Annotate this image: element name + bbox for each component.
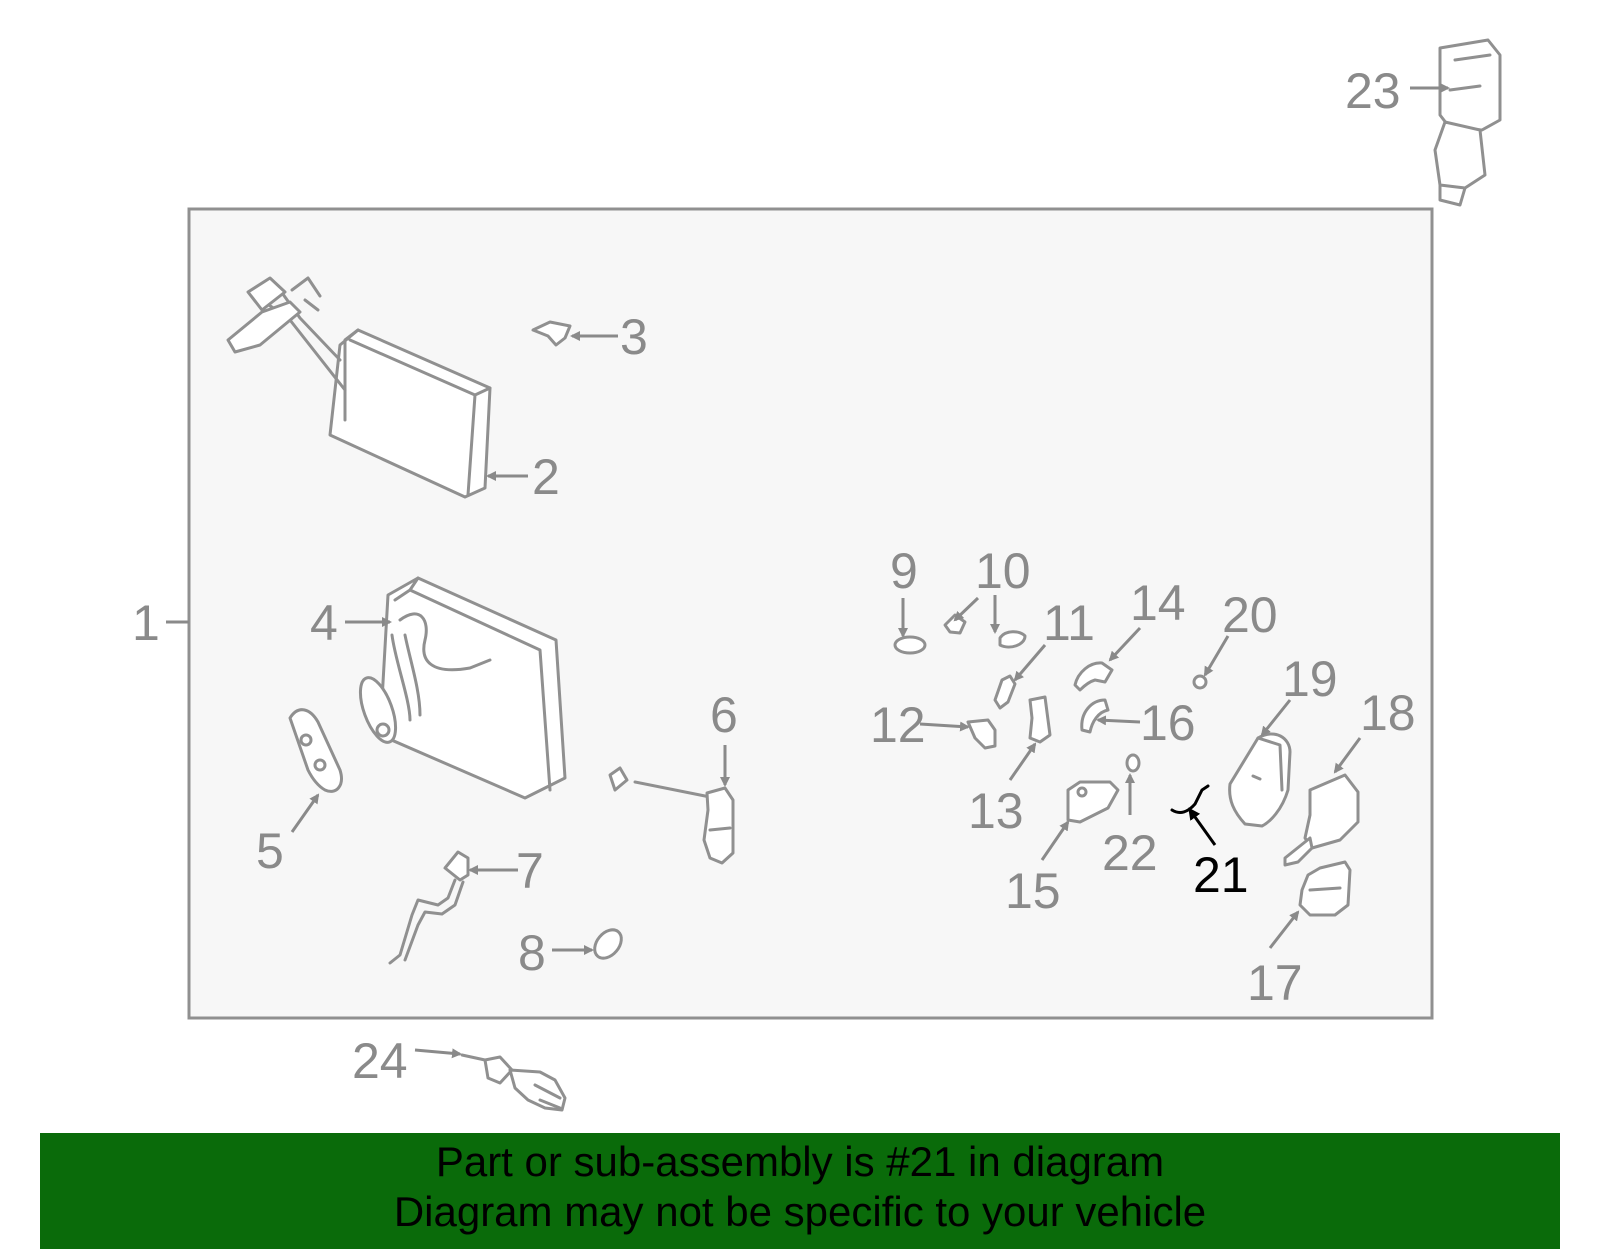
- part-14-drawing: [1073, 661, 1114, 692]
- label-3[interactable]: 3: [620, 309, 648, 365]
- label-17[interactable]: 17: [1247, 955, 1303, 1011]
- label-18[interactable]: 18: [1360, 685, 1416, 741]
- label-19[interactable]: 19: [1282, 651, 1338, 707]
- label-23[interactable]: 23: [1345, 63, 1401, 119]
- part-19-drawing: [1228, 732, 1292, 828]
- label-21[interactable]: 21: [1193, 847, 1249, 903]
- label-12[interactable]: 12: [870, 697, 926, 753]
- label-24[interactable]: 24: [352, 1033, 408, 1089]
- part-6-drawing: [608, 766, 735, 865]
- label-5[interactable]: 5: [256, 823, 284, 879]
- part-12-drawing: [966, 718, 997, 750]
- part-23-drawing: [1433, 38, 1502, 207]
- part-7-drawing: [388, 850, 470, 965]
- label-8[interactable]: 8: [518, 925, 546, 981]
- part-21-drawing: [1170, 784, 1210, 814]
- label-15[interactable]: 15: [1005, 863, 1061, 919]
- part-20-drawing: [1192, 674, 1208, 690]
- label-9[interactable]: 9: [890, 543, 918, 599]
- part-4-drawing: [358, 576, 567, 800]
- label-20[interactable]: 20: [1222, 587, 1278, 643]
- label-13[interactable]: 13: [968, 783, 1024, 839]
- part-11-drawing: [993, 674, 1017, 710]
- part-8-drawing: [593, 928, 623, 960]
- label-22[interactable]: 22: [1102, 825, 1158, 881]
- label-7[interactable]: 7: [516, 843, 544, 899]
- part-5-drawing: [288, 708, 343, 793]
- label-10[interactable]: 10: [975, 543, 1031, 599]
- part-17-drawing: [1298, 860, 1352, 917]
- label-16[interactable]: 16: [1140, 695, 1196, 751]
- banner-line-part: Part or sub-assembly is #21 in diagram: [435, 1138, 1165, 1185]
- banner-line-disclaimer: Diagram may not be specific to your vehi…: [393, 1188, 1207, 1235]
- label-14[interactable]: 14: [1130, 575, 1186, 631]
- part-13-drawing: [1028, 695, 1052, 744]
- label-6[interactable]: 6: [710, 687, 738, 743]
- part-18-drawing: [1283, 773, 1360, 867]
- info-banner: Part or sub-assembly is #21 in diagram D…: [40, 1133, 1560, 1249]
- label-1[interactable]: 1: [132, 595, 160, 651]
- label-2[interactable]: 2: [532, 449, 560, 505]
- part-22-drawing: [1125, 753, 1141, 773]
- label-4[interactable]: 4: [310, 595, 338, 651]
- part-24-drawing: [460, 1053, 567, 1112]
- label-11[interactable]: 11: [1043, 595, 1095, 651]
- part-15-drawing: [1066, 780, 1120, 824]
- part-3-drawing: [531, 320, 572, 347]
- part-16-drawing: [1080, 698, 1110, 734]
- part-2-drawing: [226, 276, 492, 499]
- part-9-drawing: [893, 635, 927, 655]
